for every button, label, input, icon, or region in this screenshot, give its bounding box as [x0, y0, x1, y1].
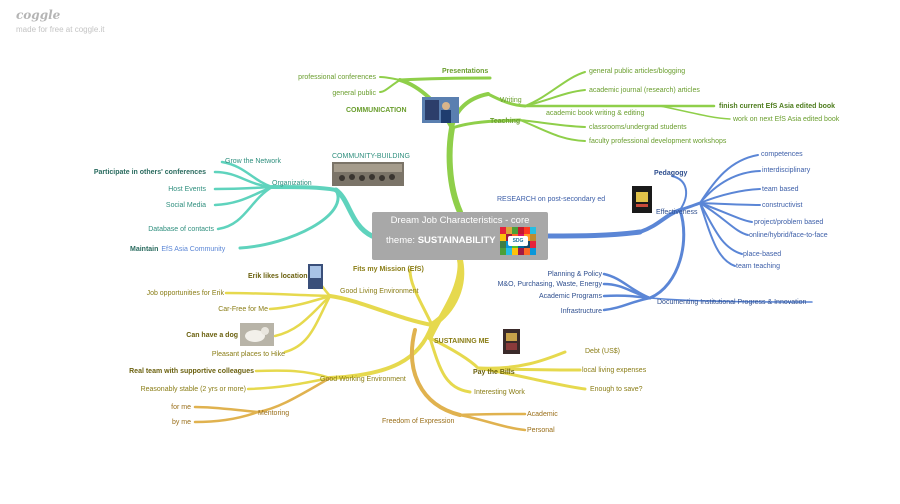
node-next-book[interactable]: work on next EfS Asia edited book	[732, 116, 840, 123]
node-finish-book[interactable]: finish current EfS Asia edited book	[719, 103, 835, 110]
node-writing[interactable]: Writing	[500, 97, 522, 104]
node-academic-programs[interactable]: Academic Programs	[539, 293, 603, 300]
node-mentoring[interactable]: Mentoring	[258, 410, 289, 417]
community-group-photo	[332, 162, 404, 186]
node-social-media[interactable]: Social Media	[166, 202, 206, 209]
sdg-icon-grid: SDG	[500, 227, 536, 255]
node-infrastructure[interactable]: Infrastructure	[561, 308, 602, 315]
node-fits-mission[interactable]: Fits my Mission (EfS)	[353, 266, 424, 273]
node-grow-network[interactable]: Grow the Network	[225, 158, 282, 165]
coggle-tagline: made for free at coggle.it	[16, 25, 105, 34]
community-branch-lines	[213, 160, 375, 250]
node-team-based[interactable]: team based	[762, 186, 799, 193]
node-pleasant-hike[interactable]: Pleasant places to Hike	[212, 351, 285, 358]
node-online-hybrid[interactable]: online/hybrid/face-to-face	[749, 232, 828, 239]
node-organization[interactable]: Organization	[272, 180, 312, 187]
node-communication[interactable]: COMMUNICATION	[346, 107, 407, 114]
node-enough-save[interactable]: Enough to save?	[590, 386, 643, 393]
node-constructivist[interactable]: constructivist	[762, 202, 803, 209]
node-database-contacts[interactable]: Database of contacts	[148, 226, 214, 233]
node-personal[interactable]: Personal	[527, 427, 555, 434]
node-interdisciplinary[interactable]: interdisciplinary	[762, 167, 811, 174]
node-sustaining-me[interactable]: SUSTAINING ME	[434, 338, 489, 345]
node-can-have-dog[interactable]: Can have a dog	[186, 332, 238, 339]
node-place-based[interactable]: place-based	[743, 251, 781, 258]
presentation-photo	[422, 97, 459, 123]
central-node-title: Dream Job Characteristics - core	[390, 215, 530, 226]
sdg-logo-icon: SDG	[508, 236, 528, 246]
node-interesting-work[interactable]: Interesting Work	[474, 389, 525, 396]
node-faculty-workshops[interactable]: faculty professional development worksho…	[589, 138, 727, 145]
node-general-public[interactable]: general public	[332, 90, 376, 97]
node-good-living[interactable]: Good Living Environment	[340, 288, 419, 295]
node-presentations[interactable]: Presentations	[442, 68, 488, 75]
research-branch-lines	[545, 154, 813, 312]
node-teaching[interactable]: Teaching	[490, 118, 520, 125]
sustaining-branch-lines	[427, 257, 587, 394]
node-journal-articles[interactable]: academic journal (research) articles	[589, 87, 700, 94]
node-freedom-expression[interactable]: Freedom of Expression	[382, 418, 454, 425]
node-pay-bills[interactable]: Pay the Bills	[473, 369, 515, 376]
node-host-events[interactable]: Host Events	[168, 186, 206, 193]
node-classrooms[interactable]: classrooms/undergrad students	[589, 124, 687, 131]
node-participate-conferences[interactable]: Participate in others' conferences	[94, 169, 206, 176]
node-project-problem[interactable]: project/problem based	[754, 219, 823, 226]
node-team-teaching[interactable]: team teaching	[736, 263, 780, 270]
node-planning-policy[interactable]: Planning & Policy	[548, 271, 603, 278]
node-for-me[interactable]: for me	[171, 404, 191, 411]
node-living-expenses[interactable]: local living expenses	[582, 367, 647, 374]
node-research[interactable]: RESEARCH on post-secondary ed	[497, 196, 605, 203]
node-documenting[interactable]: Documenting Institutional Progress & Inn…	[657, 299, 807, 306]
node-good-working[interactable]: Good Working Environment	[320, 376, 406, 383]
node-erik-location[interactable]: Erik likes location	[248, 273, 308, 280]
node-academic-book[interactable]: academic book writing & editing	[546, 110, 645, 117]
node-competences[interactable]: competences	[761, 151, 803, 158]
node-public-articles[interactable]: general public articles/blogging	[589, 68, 685, 75]
sustaining-photo	[503, 329, 520, 354]
central-node-theme: theme: SUSTAINABILITY	[386, 235, 496, 246]
research-book-photo	[632, 186, 652, 213]
node-community-building[interactable]: COMMUNITY-BUILDING	[332, 153, 410, 160]
node-academic[interactable]: Academic	[527, 411, 558, 418]
node-reasonably-stable[interactable]: Reasonably stable (2 yrs or more)	[141, 386, 246, 393]
node-professional-conferences[interactable]: professional conferences	[298, 74, 376, 81]
dog-photo	[240, 323, 274, 346]
node-mo-purchasing[interactable]: M&O, Purchasing, Waste, Energy	[498, 281, 603, 288]
node-car-free[interactable]: Car-Free for Me	[218, 306, 268, 313]
node-pedagogy[interactable]: Pedagogy	[654, 170, 688, 177]
node-job-erik[interactable]: Job opportunities for Erik	[147, 290, 225, 297]
coggle-logo: coggle	[16, 8, 61, 22]
node-effectiveness[interactable]: Effectiveness	[656, 209, 698, 216]
node-debt[interactable]: Debt (US$)	[585, 348, 620, 355]
node-real-team[interactable]: Real team with supportive colleagues	[129, 368, 254, 375]
freedom-branch-lines	[410, 328, 527, 432]
mentoring-branch-lines	[193, 376, 332, 424]
node-by-me[interactable]: by me	[172, 419, 191, 426]
erik-photo	[308, 264, 323, 289]
